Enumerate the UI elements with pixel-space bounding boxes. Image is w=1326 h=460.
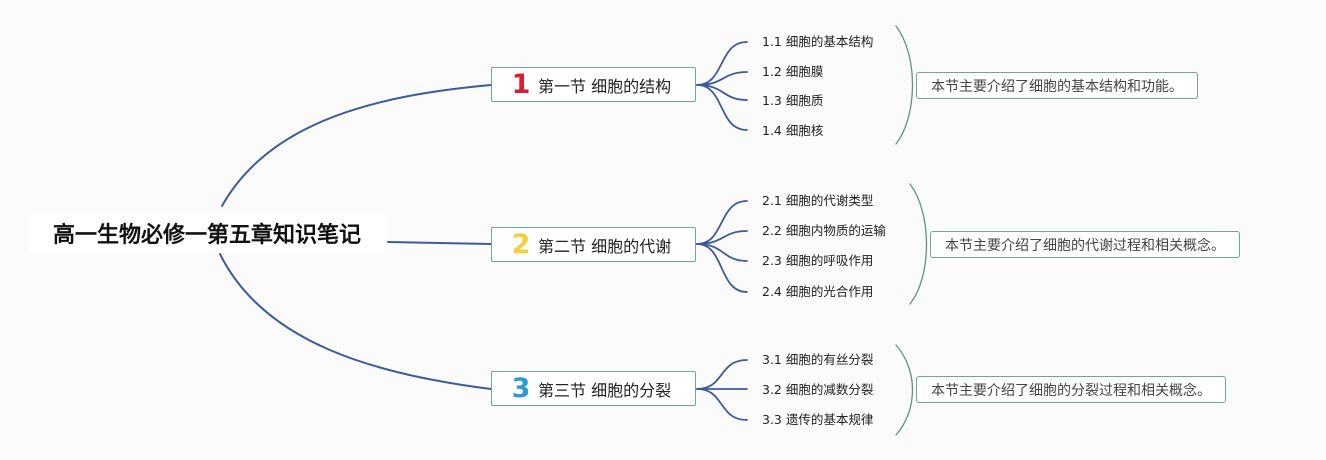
number-1-icon: 1	[511, 69, 531, 100]
number-2-icon: 2	[511, 229, 531, 260]
summary-3[interactable]: 本节主要介绍了细胞的分裂过程和相关概念。	[916, 376, 1226, 403]
root-branch-3	[219, 253, 492, 390]
summary-1[interactable]: 本节主要介绍了细胞的基本结构和功能。	[916, 72, 1198, 99]
bracket-2	[909, 183, 928, 305]
section-2-branches	[696, 200, 748, 293]
section-2-topic[interactable]: 2 第二节 细胞的代谢	[491, 227, 696, 262]
leaf-2-1[interactable]: 2.1 细胞的代谢类型	[762, 193, 874, 208]
section-3-title: 第三节 细胞的分裂	[538, 380, 672, 400]
section-1-topic[interactable]: 1 第一节 细胞的结构	[491, 67, 696, 102]
bracket-3	[895, 344, 914, 436]
leaf-1-3[interactable]: 1.3 细胞质	[762, 93, 824, 108]
root-topic[interactable]: 高一生物必修一第五章知识笔记	[28, 214, 386, 252]
leaf-1-2[interactable]: 1.2 细胞膜	[762, 64, 824, 79]
leaf-3-3[interactable]: 3.3 遗传的基本规律	[762, 412, 874, 427]
leaf-3-1[interactable]: 3.1 细胞的有丝分裂	[762, 352, 874, 367]
section-2-title: 第二节 细胞的代谢	[538, 236, 672, 256]
root-branch-2	[387, 241, 492, 245]
summary-2[interactable]: 本节主要介绍了细胞的代谢过程和相关概念。	[930, 231, 1240, 258]
leaf-2-4[interactable]: 2.4 细胞的光合作用	[762, 284, 874, 299]
leaf-1-4[interactable]: 1.4 细胞核	[762, 123, 824, 138]
leaf-1-1[interactable]: 1.1 细胞的基本结构	[762, 34, 874, 49]
section-3-branches	[696, 359, 748, 421]
leaf-3-2[interactable]: 3.2 细胞的减数分裂	[762, 382, 874, 397]
section-1-title: 第一节 细胞的结构	[538, 76, 672, 96]
number-3-icon: 3	[511, 373, 531, 404]
section-1-branches	[696, 41, 748, 131]
leaf-2-2[interactable]: 2.2 细胞内物质的运输	[762, 223, 886, 238]
section-3-topic[interactable]: 3 第三节 细胞的分裂	[491, 371, 696, 406]
bracket-1	[895, 25, 914, 145]
leaf-2-3[interactable]: 2.3 细胞的呼吸作用	[762, 253, 874, 268]
root-branch-1	[221, 84, 492, 207]
